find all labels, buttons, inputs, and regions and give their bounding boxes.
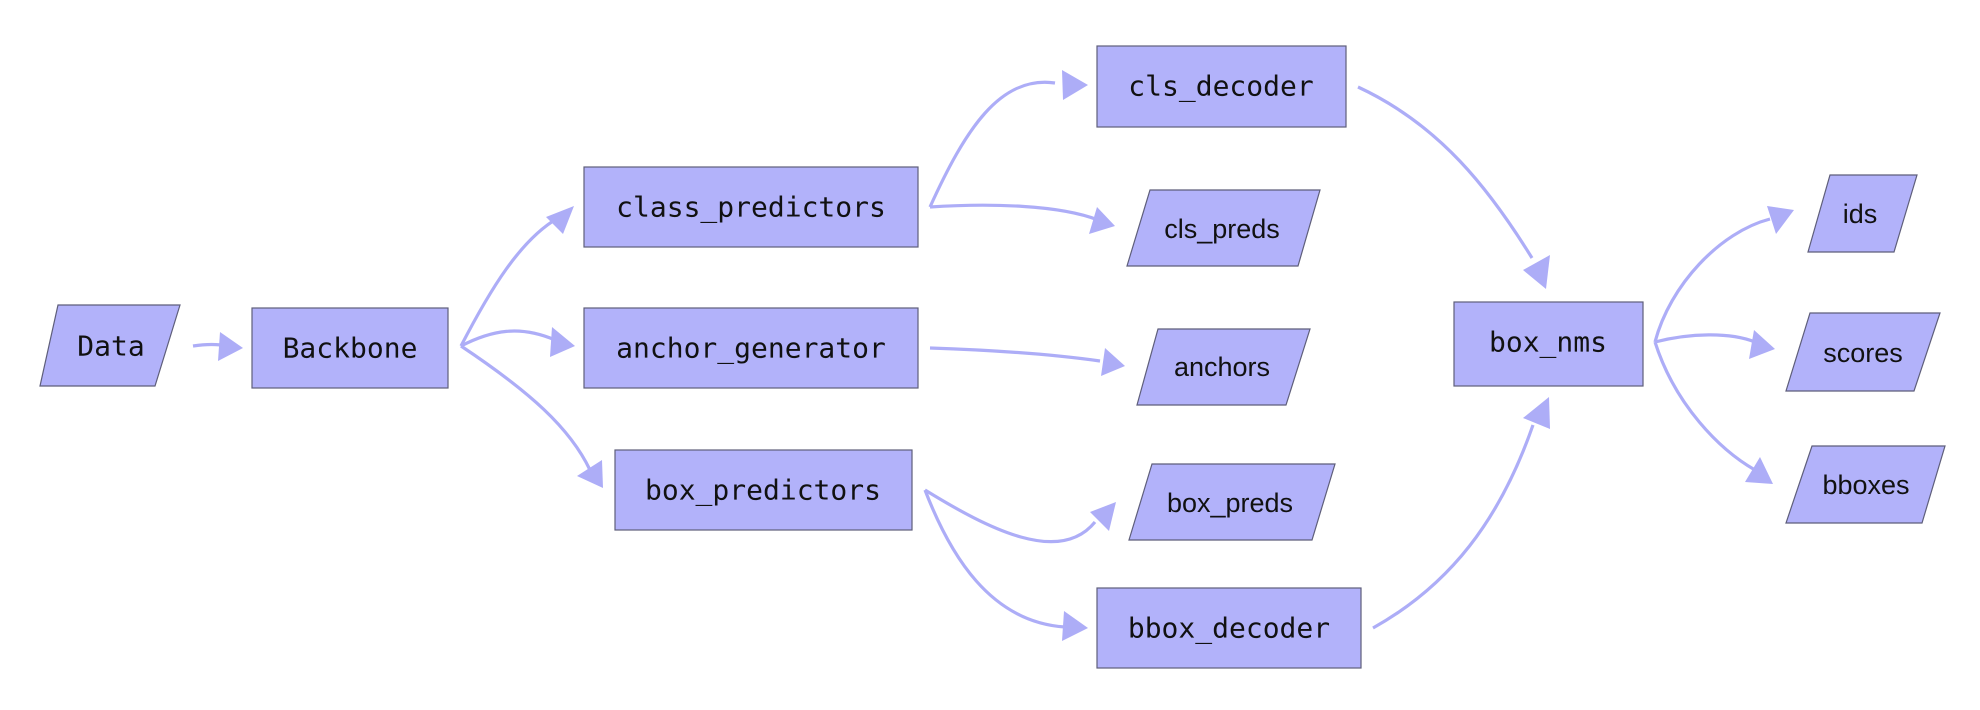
node-box-preds: box_preds [1128, 463, 1336, 541]
node-bboxes: bboxes [1785, 445, 1946, 524]
node-backbone: Backbone [251, 307, 449, 389]
edge-class-predictors-to-cls-preds [929, 203, 1115, 234]
edges [192, 70, 1794, 641]
edge-box-nms-to-scores [1654, 330, 1775, 359]
edge-backbone-to-class-predictors [459, 206, 574, 347]
node-box-predictors-label: box_predictors [645, 474, 881, 508]
node-anchor-generator-label: anchor_generator [616, 332, 886, 366]
node-box-preds-label: box_preds [1167, 488, 1293, 518]
node-anchor-generator: anchor_generator [583, 307, 919, 389]
node-ids-label: ids [1843, 199, 1878, 229]
node-data: Data [39, 304, 181, 387]
node-anchors: anchors [1136, 328, 1311, 406]
edge-backbone-to-box-predictors [460, 344, 603, 488]
node-cls-preds-label: cls_preds [1164, 214, 1280, 244]
edge-box-nms-to-bboxes [1653, 341, 1773, 484]
node-bboxes-label: bboxes [1822, 470, 1909, 500]
edge-class-predictors-to-cls-decoder [928, 70, 1088, 208]
node-cls-decoder-label: cls_decoder [1128, 70, 1313, 104]
edge-anchor-generator-to-anchors [929, 346, 1125, 376]
node-bbox-decoder-label: bbox_decoder [1128, 612, 1330, 646]
node-scores-label: scores [1823, 338, 1903, 368]
node-box-nms-label: box_nms [1489, 326, 1607, 360]
node-box-predictors: box_predictors [614, 449, 913, 531]
node-box-nms: box_nms [1453, 301, 1644, 387]
edge-box-predictors-to-box-preds [924, 488, 1116, 544]
edge-box-nms-to-ids [1653, 206, 1794, 343]
edge-data-to-backbone [192, 332, 243, 361]
node-class-predictors-label: class_predictors [616, 191, 886, 225]
node-ids: ids [1807, 174, 1918, 253]
node-class-predictors: class_predictors [583, 166, 919, 248]
edge-bbox-decoder-to-box-nms [1372, 397, 1550, 630]
node-backbone-label: Backbone [283, 332, 418, 365]
node-anchors-label: anchors [1174, 352, 1270, 382]
edge-backbone-to-anchor-generator [460, 327, 575, 357]
node-cls-decoder: cls_decoder [1096, 45, 1347, 128]
node-cls-preds: cls_preds [1126, 189, 1321, 267]
node-bbox-decoder: bbox_decoder [1096, 587, 1362, 669]
node-scores: scores [1785, 312, 1941, 392]
edge-box-predictors-to-bbox-decoder [923, 489, 1088, 641]
node-data-label: Data [77, 330, 144, 363]
edge-cls-decoder-to-box-nms [1357, 85, 1550, 289]
